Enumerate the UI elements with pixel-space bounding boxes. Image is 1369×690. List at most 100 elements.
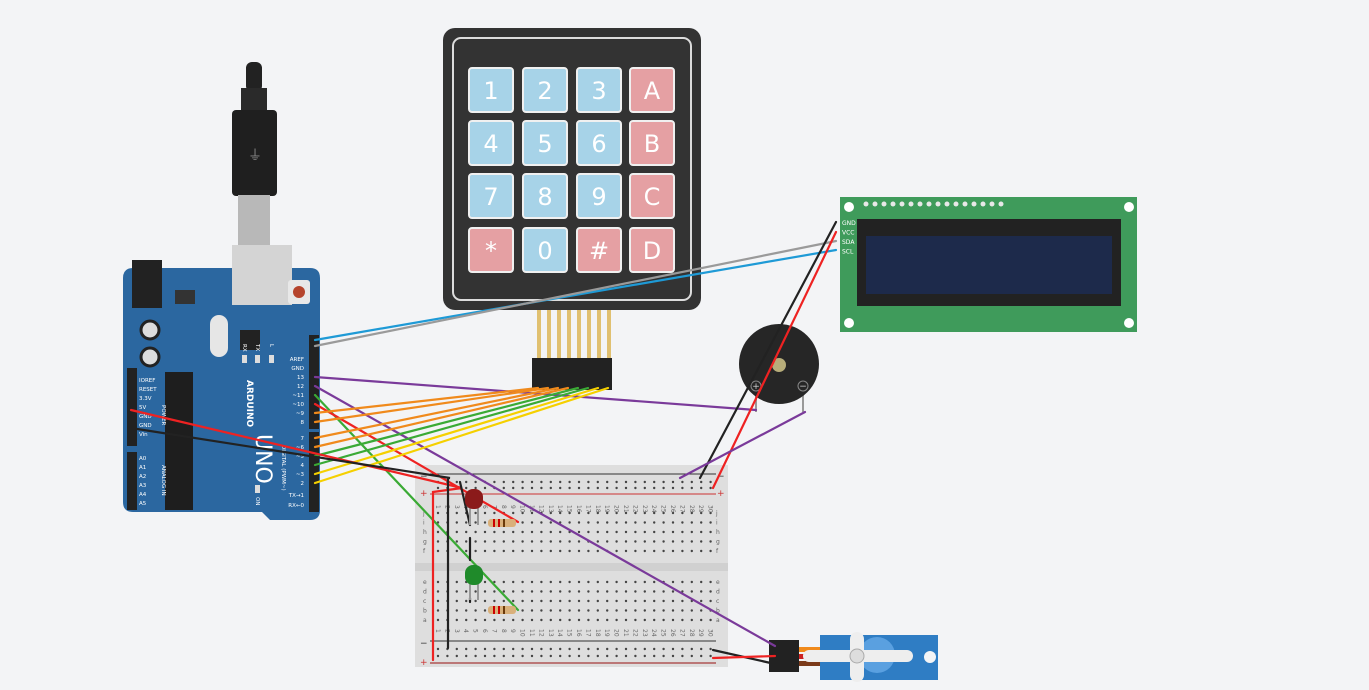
column-label: 26 bbox=[669, 505, 676, 513]
micro-servo[interactable] bbox=[769, 632, 938, 682]
wire-orange[interactable] bbox=[313, 386, 540, 415]
column-label: 25 bbox=[660, 505, 667, 513]
microcontroller-chip bbox=[165, 372, 193, 510]
column-label: 15 bbox=[566, 629, 573, 637]
column-label: 7 bbox=[490, 629, 497, 633]
keypad-key-8[interactable]: 8 bbox=[522, 173, 568, 219]
keypad-key-0[interactable]: 0 bbox=[522, 227, 568, 273]
keypad-key-4[interactable]: 4 bbox=[468, 120, 514, 166]
wire-yellow[interactable] bbox=[313, 386, 610, 485]
wire-blue[interactable] bbox=[313, 248, 838, 342]
keypad-key-B[interactable]: B bbox=[629, 120, 675, 166]
keypad-key-1[interactable]: 1 bbox=[468, 67, 514, 113]
column-label: 9 bbox=[509, 505, 516, 509]
keypad-key-6[interactable]: 6 bbox=[576, 120, 622, 166]
column-label: 27 bbox=[678, 629, 685, 637]
wires[interactable] bbox=[129, 220, 838, 666]
column-label: 12 bbox=[537, 505, 544, 513]
row-label: e bbox=[716, 579, 720, 586]
rail-minus-label-bottom: − bbox=[420, 639, 428, 649]
wire-yellow[interactable] bbox=[313, 386, 600, 476]
column-label: 3 bbox=[453, 629, 460, 633]
row-label: b bbox=[423, 608, 427, 615]
keypad-key-2[interactable]: 2 bbox=[522, 67, 568, 113]
analog-pin-label: A1 bbox=[139, 465, 146, 471]
red-led[interactable] bbox=[465, 489, 483, 525]
wire-orange[interactable] bbox=[313, 386, 560, 440]
resistor-1[interactable] bbox=[488, 519, 516, 527]
row-label: f bbox=[423, 548, 426, 555]
piezo-buzzer[interactable]: + − bbox=[739, 324, 819, 412]
column-label: 21 bbox=[622, 629, 629, 637]
wire-purple[interactable] bbox=[678, 410, 807, 480]
wire-orange[interactable] bbox=[313, 386, 550, 424]
keypad-key-C[interactable]: C bbox=[629, 173, 675, 219]
digital-pin-label: TX→1 bbox=[288, 493, 304, 499]
row-label: g bbox=[423, 539, 427, 546]
wire-black[interactable] bbox=[698, 220, 838, 480]
lcd-screen bbox=[866, 236, 1112, 294]
green-led[interactable] bbox=[465, 565, 483, 600]
usb-cable[interactable]: ⏚ bbox=[232, 62, 277, 245]
wire-red[interactable] bbox=[711, 230, 838, 490]
keypad-key-7[interactable]: 7 bbox=[468, 173, 514, 219]
breadboard[interactable]: − + − + − + 1122334455667788991010111112… bbox=[415, 465, 728, 668]
keypad-key-*[interactable]: * bbox=[468, 227, 514, 273]
keypad-key-3[interactable]: 3 bbox=[576, 67, 622, 113]
wire-red[interactable] bbox=[711, 654, 777, 660]
wire-black[interactable] bbox=[458, 480, 472, 527]
row-label: d bbox=[423, 589, 427, 596]
keypad-key-D[interactable]: D bbox=[629, 227, 675, 273]
led-label: RX bbox=[241, 344, 247, 352]
wire-gray[interactable] bbox=[313, 239, 838, 348]
column-label: 6 bbox=[481, 629, 488, 633]
wire-green[interactable] bbox=[313, 386, 590, 467]
keypad-key-5[interactable]: 5 bbox=[522, 120, 568, 166]
digital-pin-label: ~5 bbox=[296, 454, 305, 460]
column-label: 1 bbox=[434, 629, 441, 633]
column-label: 13 bbox=[547, 505, 554, 513]
rail-plus-label-bottom: + bbox=[420, 658, 428, 668]
keypad-key-#[interactable]: # bbox=[576, 227, 622, 273]
column-label: 6 bbox=[481, 505, 488, 509]
key-label: 6 bbox=[591, 130, 606, 158]
analog-label: ANALOG IN bbox=[160, 465, 166, 496]
led-label: L bbox=[268, 344, 274, 348]
key-label: 3 bbox=[591, 77, 606, 105]
led-label: ON bbox=[254, 497, 260, 505]
digital-label: DIGITAL (PWM~) bbox=[280, 445, 286, 491]
wire-orange[interactable] bbox=[313, 386, 570, 449]
power-pin-label: GND bbox=[139, 414, 152, 420]
row-label: j bbox=[715, 510, 718, 517]
key-label: A bbox=[644, 77, 661, 105]
rail-plus-label-right: + bbox=[717, 489, 725, 499]
column-label: 10 bbox=[519, 505, 526, 513]
buzzer-plus-label: + bbox=[752, 382, 760, 392]
digital-pin-label: 4 bbox=[301, 463, 305, 469]
keypad-key-A[interactable]: A bbox=[629, 67, 675, 113]
column-label: 16 bbox=[575, 629, 582, 637]
arduino-uno[interactable]: ARDUINO UNO IOREFRESET3.3V5VGNDGNDVinPOW… bbox=[123, 245, 320, 520]
resistor-2[interactable] bbox=[488, 606, 516, 614]
column-label: 16 bbox=[575, 505, 582, 513]
lcd-pin-sda: SDA bbox=[842, 239, 855, 246]
digital-pin-label: 7 bbox=[301, 436, 305, 442]
wire-black[interactable] bbox=[129, 426, 451, 650]
column-label: 24 bbox=[650, 629, 657, 637]
column-label: 30 bbox=[707, 505, 714, 513]
column-label: 17 bbox=[584, 505, 591, 513]
wire-green[interactable] bbox=[313, 386, 580, 458]
wire-red[interactable] bbox=[313, 402, 520, 524]
column-label: 4 bbox=[462, 629, 469, 633]
digital-header-low bbox=[309, 432, 319, 512]
column-label: 13 bbox=[547, 629, 554, 637]
row-label: c bbox=[716, 598, 719, 605]
column-label: 1 bbox=[434, 505, 441, 509]
power-pin-label: Vin bbox=[139, 432, 148, 438]
row-label: c bbox=[423, 598, 426, 605]
keypad-key-9[interactable]: 9 bbox=[576, 173, 622, 219]
usb-icon: ⏚ bbox=[248, 148, 262, 164]
